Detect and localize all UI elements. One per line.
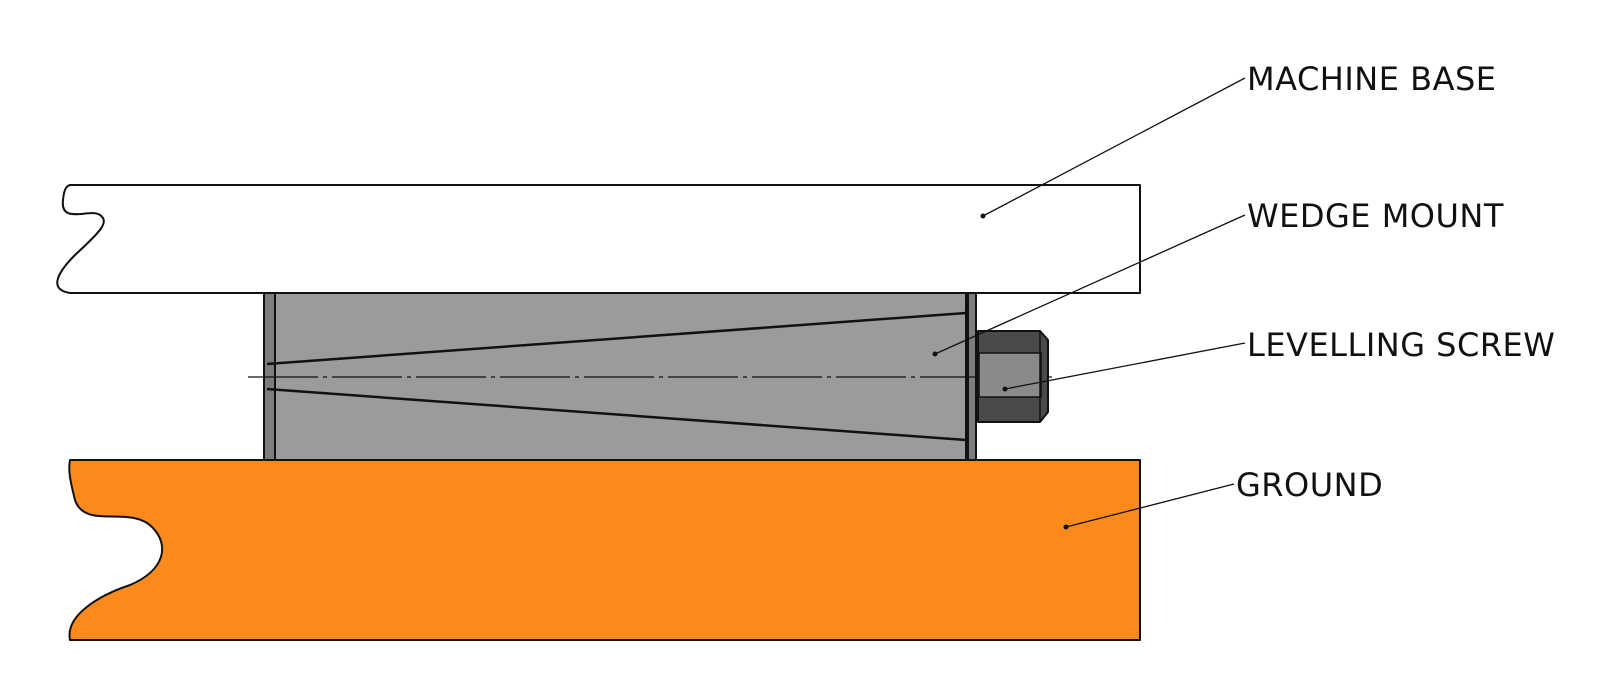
wedge-upper-taper-line	[266, 311, 967, 366]
levelling-screw-head	[977, 330, 1049, 423]
wedge-lower-taper-line	[266, 387, 967, 442]
leader-ground	[1063, 483, 1235, 530]
leader-wedge-mount	[932, 214, 1246, 357]
ground-slab	[68, 459, 1141, 641]
label-machine-base: MACHINE BASE	[1247, 60, 1496, 98]
label-ground: GROUND	[1236, 466, 1383, 504]
label-wedge-mount: WEDGE MOUNT	[1247, 197, 1504, 235]
machine-base-slab	[56, 184, 1141, 294]
leader-machine-base	[980, 77, 1246, 219]
leader-levelling-screw	[1002, 342, 1246, 392]
label-levelling-screw: LEVELLING SCREW	[1247, 326, 1555, 364]
